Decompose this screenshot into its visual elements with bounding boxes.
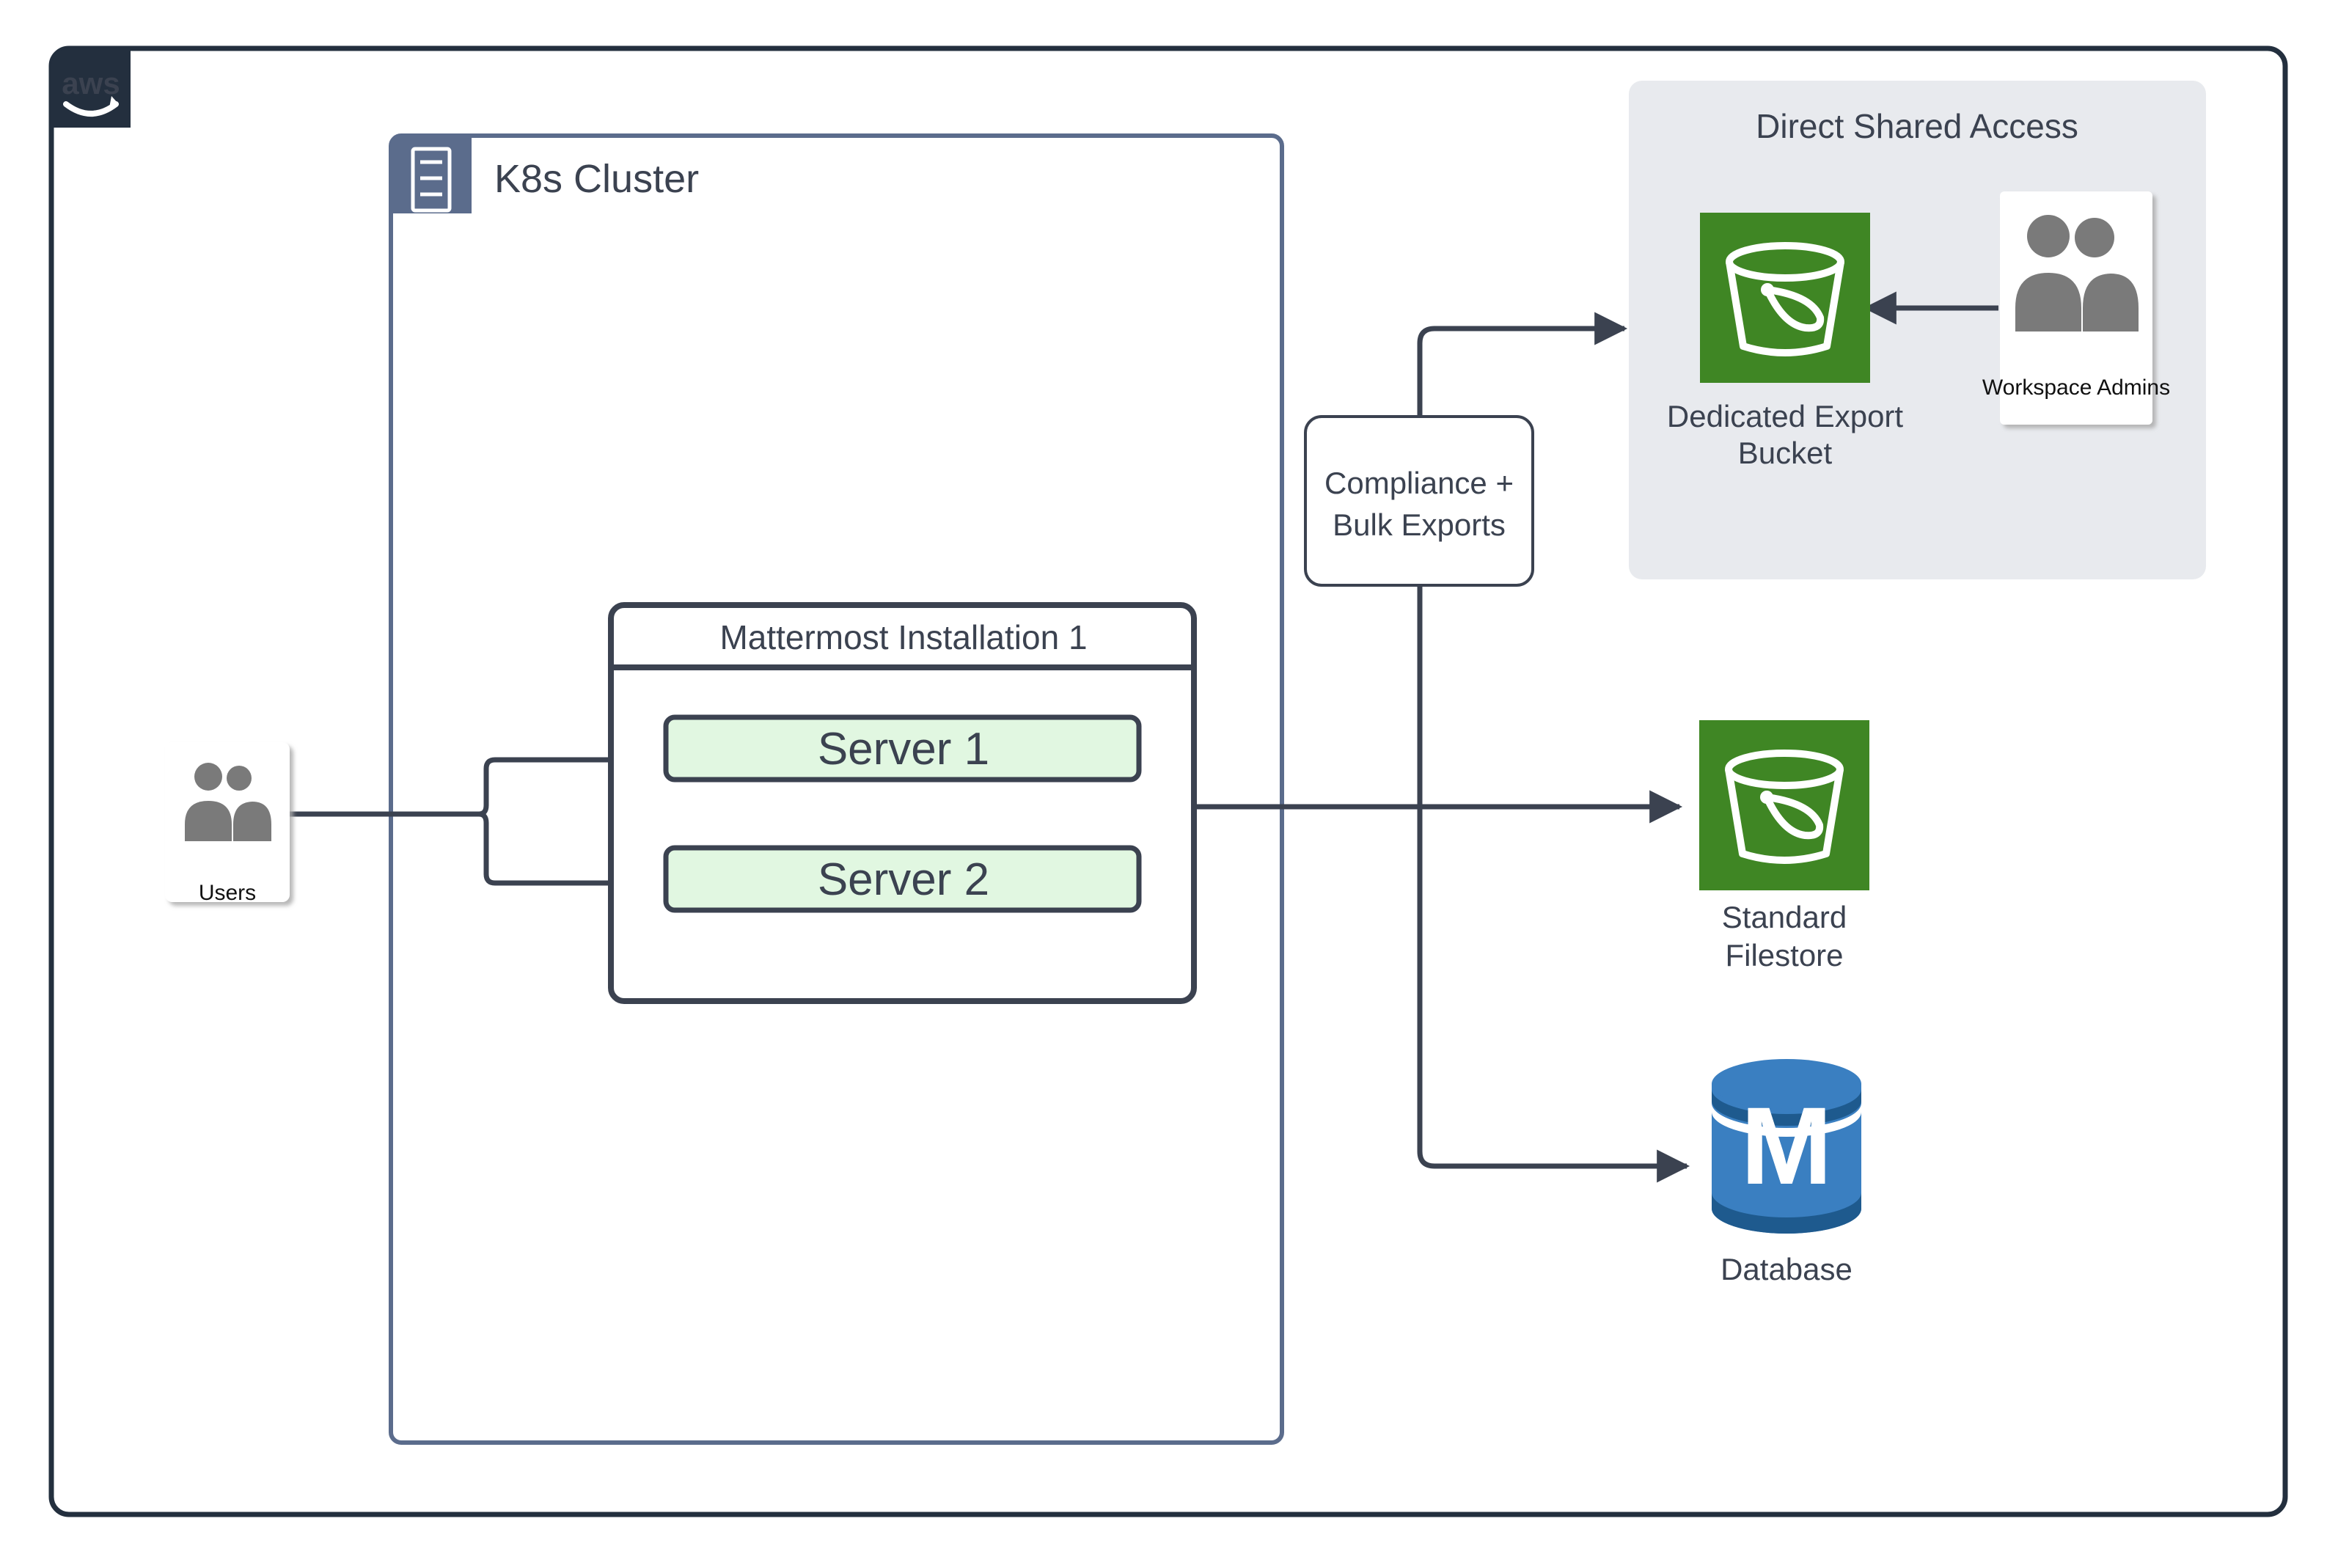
users-node[interactable] bbox=[165, 742, 290, 902]
users-label: Users bbox=[199, 881, 256, 905]
mattermost-database-icon bbox=[1712, 1059, 1861, 1234]
server-1-box[interactable] bbox=[663, 714, 1142, 783]
filestore-label-line2: Filestore bbox=[1725, 938, 1843, 972]
database-label: Database bbox=[1720, 1252, 1853, 1286]
database-node[interactable]: M bbox=[1712, 1059, 1861, 1234]
compliance-bulk-exports-node[interactable] bbox=[1304, 415, 1534, 587]
edge-compliance-to-database bbox=[1417, 807, 1690, 1183]
workspace-admins-node[interactable] bbox=[2000, 191, 2152, 425]
compliance-label-line1: Compliance + bbox=[1324, 466, 1514, 500]
aws-wordmark: aws bbox=[62, 66, 120, 100]
server-1-label: Server 1 bbox=[818, 724, 989, 774]
s3-bucket-icon bbox=[1726, 242, 1844, 356]
k8s-cluster-label: K8s Cluster bbox=[494, 157, 699, 201]
users-icon bbox=[185, 763, 271, 841]
edge-split-to-server2 bbox=[469, 811, 649, 900]
export-bucket-label-line2: Bucket bbox=[1738, 436, 1833, 470]
users-icon bbox=[2015, 215, 2139, 331]
shared-access-title: Direct Shared Access bbox=[1756, 107, 2078, 145]
standard-filestore-node[interactable] bbox=[1699, 720, 1869, 890]
filestore-label-line1: Standard bbox=[1722, 900, 1847, 934]
server-2-box[interactable] bbox=[663, 845, 1142, 913]
k8s-cluster-badge bbox=[391, 136, 472, 213]
server-rack-icon bbox=[411, 147, 452, 213]
dedicated-export-bucket-node[interactable] bbox=[1700, 213, 1870, 383]
connectors bbox=[286, 291, 1998, 1183]
aws-logo-badge: aws bbox=[51, 48, 131, 128]
edge-compliance-to-export-bucket bbox=[1417, 312, 1628, 807]
export-bucket-label-line1: Dedicated Export bbox=[1667, 399, 1904, 433]
installation-title: Mattermost Installation 1 bbox=[719, 618, 1087, 656]
database-glyph: M bbox=[1741, 1084, 1833, 1207]
server-2-label: Server 2 bbox=[818, 854, 989, 905]
compliance-label-line2: Bulk Exports bbox=[1333, 508, 1506, 542]
mattermost-installation-box bbox=[608, 602, 1197, 1004]
s3-bucket-icon bbox=[1725, 750, 1844, 864]
workspace-admins-label: Workspace Admins bbox=[1982, 375, 2170, 400]
